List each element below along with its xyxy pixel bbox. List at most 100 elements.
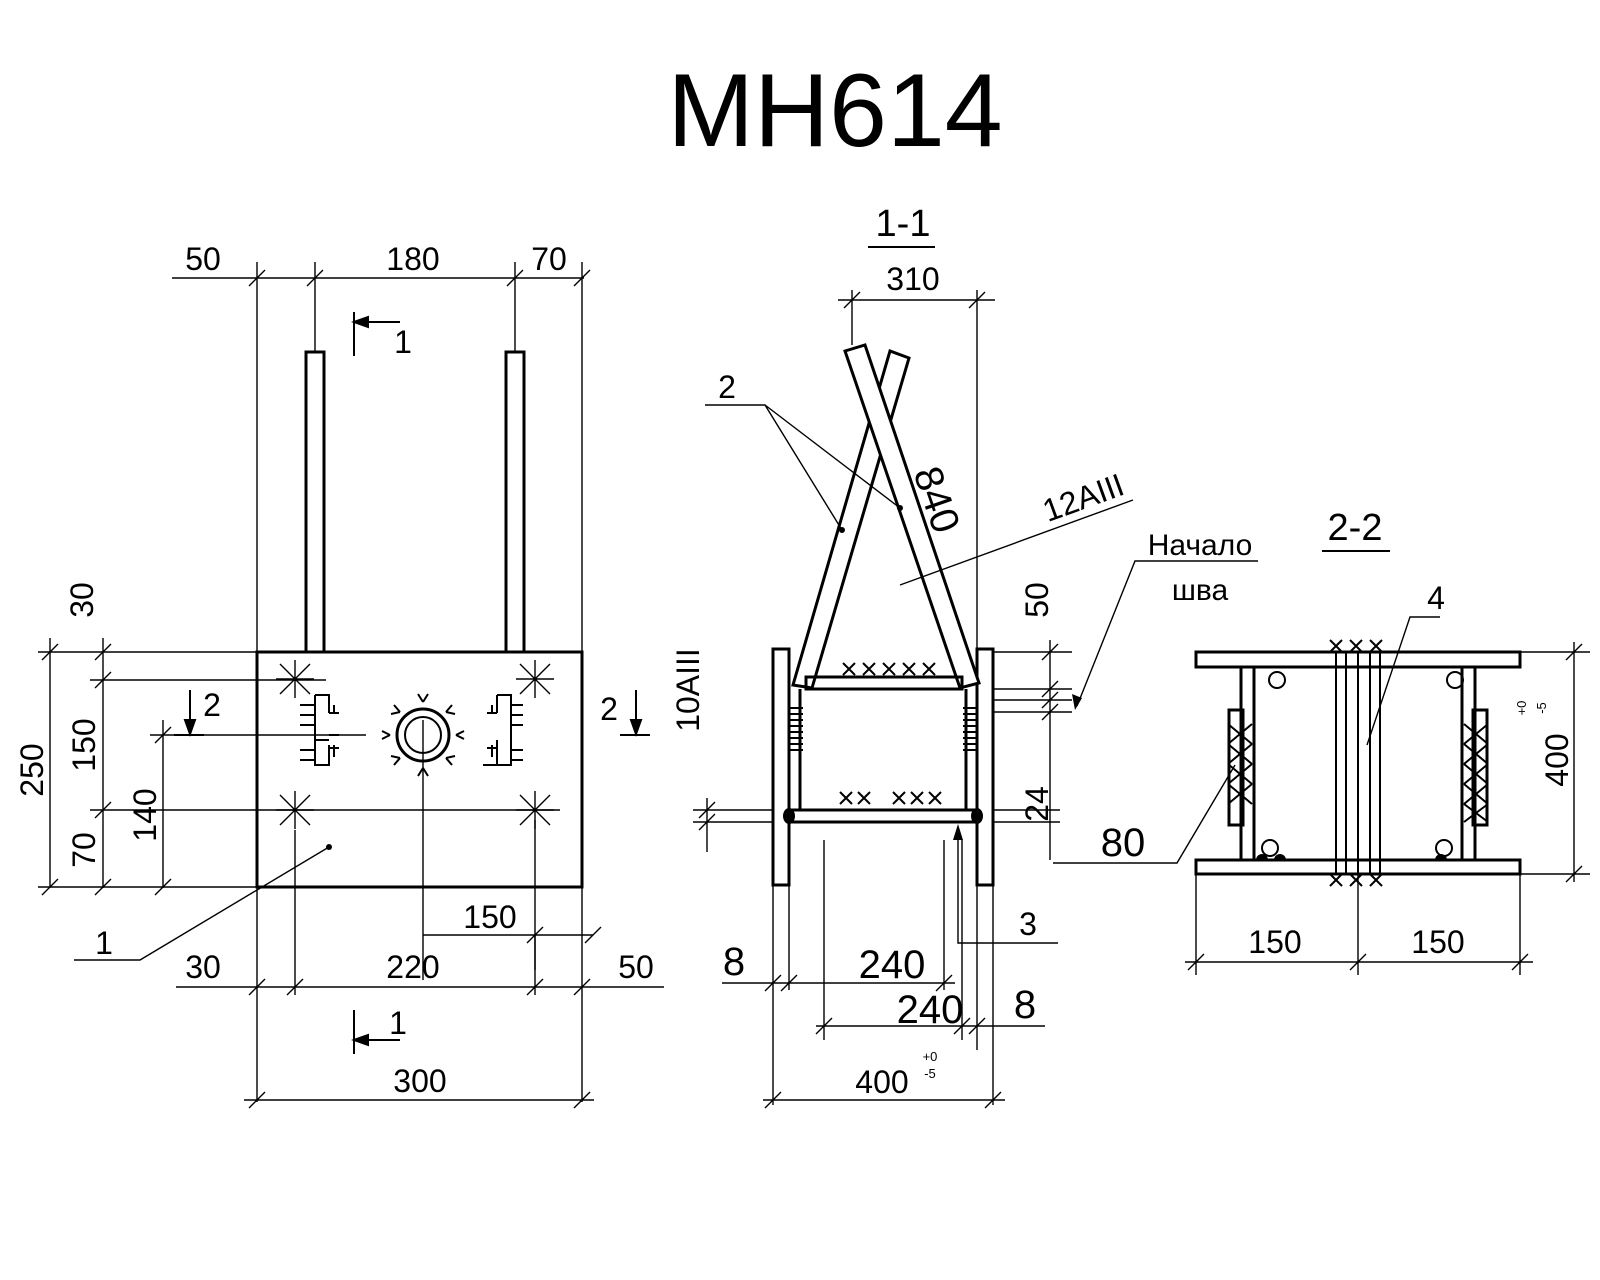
part-2-leader — [705, 404, 901, 531]
section-mark-2-left: 2 — [203, 687, 221, 723]
section-1-1: 1-1 310 — [670, 203, 1258, 1109]
side-web-right — [1460, 665, 1477, 862]
part-4-label: 4 — [1427, 580, 1445, 616]
dim-400-22-tol-plus: +0 — [1514, 701, 1529, 716]
dim-8-left: 8 — [723, 940, 745, 984]
dim-bottom-30: 30 — [185, 949, 221, 985]
rebar-12-leader — [899, 499, 1134, 586]
plan-view: 50 180 70 30 250 150 70 140 150 30 220 5… — [14, 241, 664, 1109]
center-hole-welds — [381, 693, 465, 777]
stiffener-left — [300, 694, 339, 766]
embed-plate — [255, 650, 584, 889]
weld-hatch-right — [963, 707, 977, 751]
side-web-left — [1239, 665, 1256, 862]
section-cut-1 — [351, 312, 400, 1054]
drawing-title: МН614 — [667, 53, 1002, 169]
anchor-rod-left — [304, 350, 326, 654]
part-4-leader — [1366, 616, 1440, 746]
rebar-circle-tr — [1446, 671, 1464, 689]
dim-left-140: 140 — [127, 788, 163, 841]
part-2-dot-b — [897, 505, 903, 511]
section-mark-1-top: 1 — [394, 324, 412, 360]
dim-24: 24 — [1019, 786, 1055, 822]
section-mark-2-right: 2 — [600, 691, 618, 727]
dims-right-lines — [993, 640, 1072, 860]
dim-400-22-tol-minus: -5 — [1534, 702, 1549, 714]
weld-x-left — [1227, 723, 1253, 805]
dim-50: 50 — [1019, 582, 1055, 618]
section-1-1-label: 1-1 — [876, 203, 931, 245]
weld-x-right — [1463, 723, 1489, 823]
side-plate-right — [975, 647, 995, 887]
dim-310: 310 — [886, 261, 939, 297]
weld-marks-bottom — [839, 791, 942, 805]
rebar-12-label: 12AIII — [1038, 466, 1129, 528]
plan-axes — [100, 679, 560, 980]
section-1-1-bottom-dims — [722, 840, 1045, 1109]
stiffener-right-22 — [1471, 708, 1489, 827]
weld-dots-22 — [1256, 854, 1447, 860]
dims-150-lines — [1185, 874, 1533, 975]
dim-400: 400 — [855, 1064, 908, 1100]
dim-top-180: 180 — [386, 241, 439, 277]
rebar-circle-br — [1435, 839, 1453, 857]
center-web-lines — [1345, 652, 1371, 874]
top-bar — [804, 675, 964, 691]
plan-left-dims — [38, 638, 257, 896]
dim-left-150: 150 — [66, 718, 102, 771]
rod-b — [843, 343, 981, 690]
rebar-10-label: 10AIII — [670, 648, 706, 732]
dim-80: 80 — [1101, 821, 1146, 865]
plan-bottom-dims — [176, 820, 664, 1109]
rebar-circle-tl — [1268, 671, 1286, 689]
dim-left-250: 250 — [14, 743, 50, 796]
part-3-label: 3 — [1019, 906, 1037, 942]
part-3-arrow — [953, 824, 963, 840]
dim-400-22-lines — [1520, 642, 1590, 883]
stiffener-right — [483, 694, 523, 766]
weld-start-line2: шва — [1172, 574, 1229, 607]
dim-top-50: 50 — [185, 241, 221, 277]
part-3-leader — [957, 838, 1058, 944]
part-1-leader — [74, 846, 330, 961]
plan-top-dims — [172, 262, 591, 652]
anchor-rod-right — [504, 350, 526, 654]
dim-310-lines — [838, 290, 995, 649]
rebar-10-dim — [693, 798, 773, 852]
weld-start-arrow — [1072, 694, 1082, 710]
dim-240-bottom: 240 — [897, 988, 964, 1032]
dim-8-right: 8 — [1014, 983, 1036, 1027]
weld-x-center — [1329, 639, 1383, 887]
stiffener-left-22 — [1227, 708, 1245, 827]
bottom-bar — [787, 808, 979, 824]
dim-bottom-50: 50 — [618, 949, 654, 985]
dim-400-tol-minus: -5 — [924, 1066, 936, 1081]
part-2-label: 2 — [718, 369, 736, 405]
dim-400-22: 400 — [1539, 733, 1575, 786]
dim-150-right: 150 — [1411, 924, 1464, 960]
dim-150-left: 150 — [1248, 924, 1301, 960]
section-2-2-label: 2-2 — [1328, 507, 1383, 549]
rebar-circle-bl — [1261, 839, 1279, 857]
part-1-label: 1 — [95, 925, 113, 961]
weld-marks-top — [842, 662, 936, 676]
section-mark-1-bottom: 1 — [389, 1005, 407, 1041]
dim-80-leader — [1053, 764, 1236, 864]
dim-240-top: 240 — [859, 943, 926, 987]
dim-400-tol-plus: +0 — [923, 1049, 938, 1064]
dim-left-70: 70 — [66, 832, 102, 868]
weld-start-leader — [1076, 560, 1258, 707]
weld-hatch-left — [789, 707, 803, 751]
dim-bottom-150: 150 — [463, 899, 516, 935]
rod-a — [791, 349, 911, 690]
dim-left-30: 30 — [64, 582, 100, 618]
dim-bottom-220: 220 — [386, 949, 439, 985]
weld-start-line1: Начало — [1148, 529, 1253, 562]
section-2-2: 2-2 4 80 — [1053, 507, 1590, 975]
dim-bottom-300: 300 — [393, 1063, 446, 1099]
part-2-dot-a — [839, 527, 845, 533]
section-cut-2 — [174, 690, 650, 737]
corner-weld-marks — [276, 660, 554, 829]
side-plate-left — [771, 647, 791, 887]
